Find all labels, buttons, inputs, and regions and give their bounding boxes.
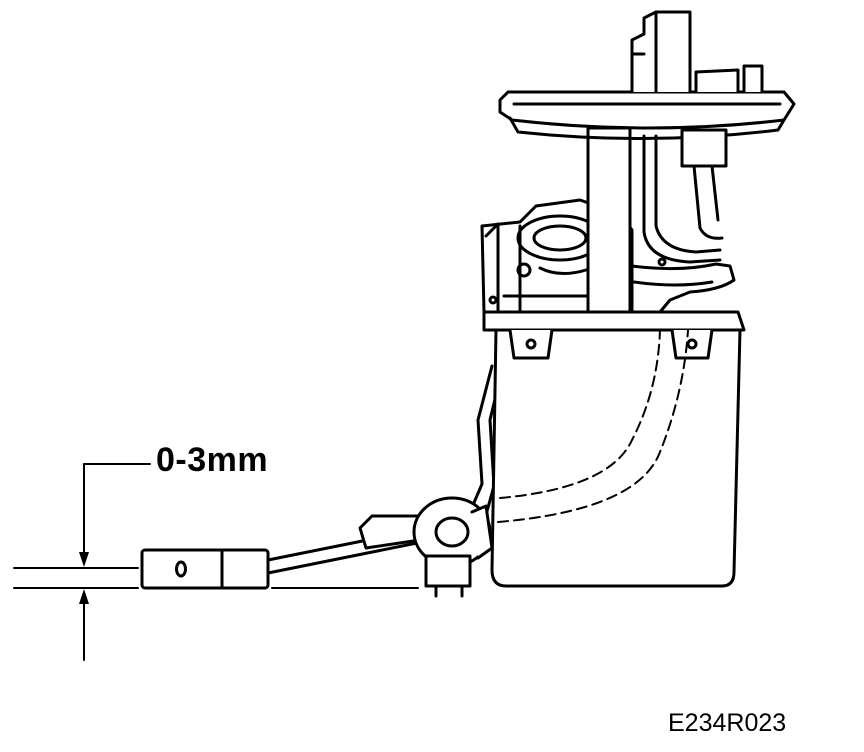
reservoir-canister — [482, 310, 746, 588]
central-column — [586, 126, 632, 314]
float — [140, 548, 270, 590]
figure-code: E234R023 — [668, 709, 787, 737]
level-sender-unit — [358, 496, 494, 598]
fuel-lines — [630, 128, 736, 314]
dimension-lines — [13, 463, 151, 661]
electrical-connector — [630, 10, 764, 94]
dimension-label: 0-3mm — [156, 441, 269, 479]
hidden-hose — [497, 329, 689, 523]
mounting-flange — [498, 90, 796, 141]
